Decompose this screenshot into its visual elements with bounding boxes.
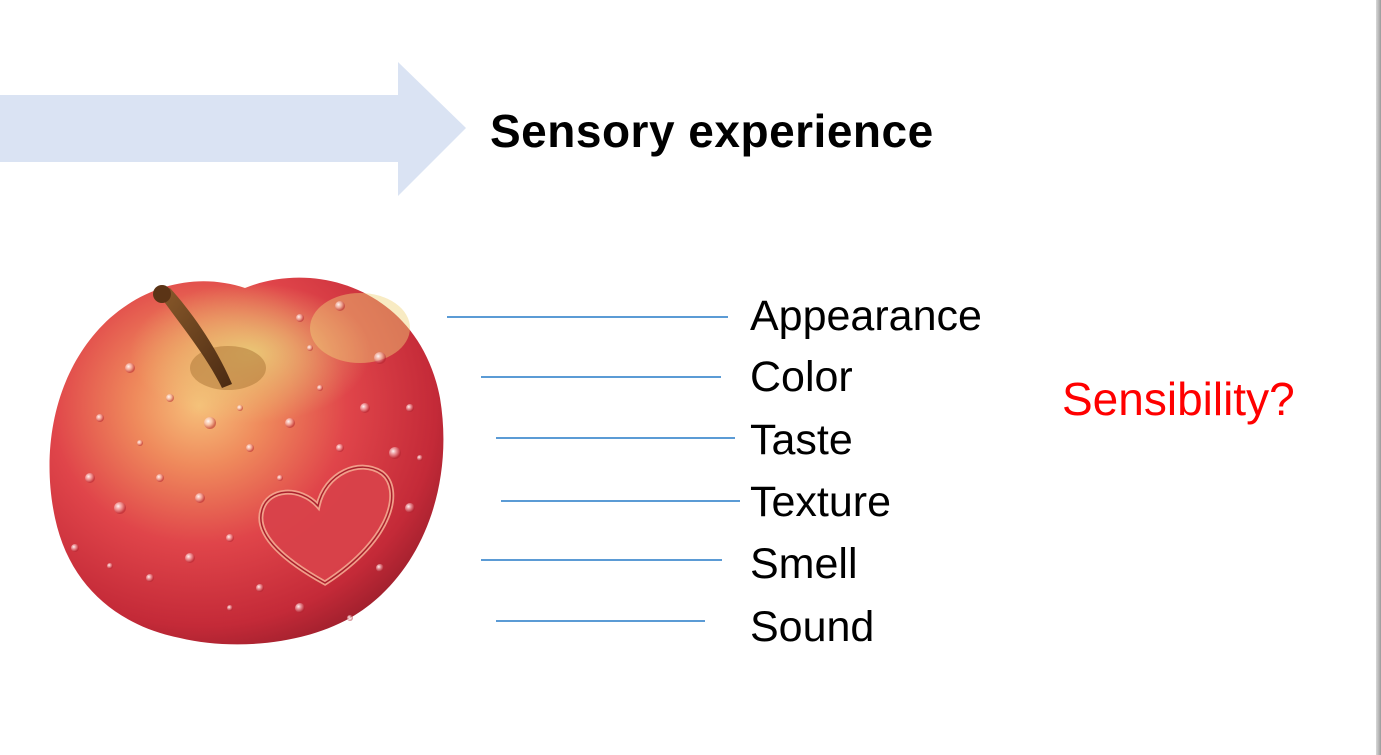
apple-with-heart-image — [49, 277, 444, 645]
sense-label-smell: Smell — [750, 540, 858, 588]
appearance-connector-line — [447, 316, 728, 318]
sense-label-texture: Texture — [750, 478, 892, 526]
right-arrow-icon — [0, 62, 466, 196]
color-connector-line — [481, 376, 721, 378]
sense-label-appearance: Appearance — [750, 292, 982, 340]
texture-connector-line — [501, 500, 740, 502]
taste-connector-line — [496, 437, 735, 439]
page-title: Sensory experience — [490, 105, 934, 157]
sensibility-question: Sensibility? — [1062, 373, 1295, 425]
sense-label-color: Color — [750, 353, 853, 401]
slide-edge-divider — [1376, 0, 1381, 755]
sound-connector-line — [496, 620, 705, 622]
apple-image — [0, 248, 560, 655]
sense-label-sound: Sound — [750, 603, 875, 651]
sense-label-taste: Taste — [750, 416, 853, 464]
smell-connector-line — [481, 559, 722, 561]
